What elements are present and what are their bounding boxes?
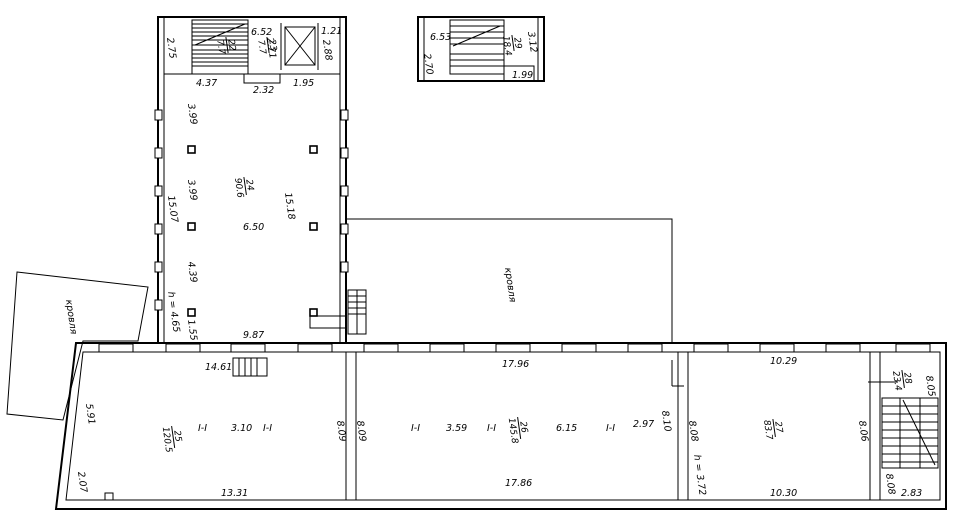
- dim-4-39: 4.39: [185, 261, 199, 283]
- tower-block: [154, 16, 367, 344]
- svg-text:I-I: I-I: [411, 423, 420, 434]
- room-23-area: 7.7: [255, 39, 267, 55]
- room-28-number: 28: [901, 372, 913, 385]
- dim-4-37: 4.37: [196, 78, 217, 89]
- room-22-area: 7.7: [214, 39, 226, 55]
- svg-text:I-I: I-I: [198, 423, 207, 434]
- dim-3-99-b: 3.99: [185, 179, 199, 201]
- dim-2-71: 2.71: [264, 37, 278, 59]
- dim-8-08: 8.08: [686, 420, 700, 442]
- dim-13-31: 13.31: [221, 488, 248, 499]
- room-25-area: 120.5: [160, 426, 174, 453]
- stair-22-treads: [192, 23, 248, 67]
- left-roof: кровля: [6, 271, 149, 421]
- room-24-number: 24: [243, 179, 255, 192]
- room-27-area: 83.7: [761, 419, 774, 441]
- dim-1-95: 1.95: [293, 78, 314, 89]
- dim-17-96: 17.96: [502, 359, 529, 370]
- dim-1-99: 1.99: [512, 70, 533, 81]
- dim-3-12: 3.12: [525, 31, 539, 53]
- room-29-number: 29: [511, 37, 523, 50]
- dim-17-86: 17.86: [505, 478, 532, 489]
- stair-28: [868, 381, 939, 469]
- roof-label-left: кровля: [63, 299, 79, 335]
- exterior-stair: [309, 289, 367, 335]
- dim-2-97: 2.97: [633, 419, 654, 430]
- dim-6-53: 6.53: [430, 32, 451, 43]
- dim-3-10: 3.10: [231, 423, 252, 434]
- room-27-number: 27: [772, 421, 784, 434]
- room-22-number: 22: [225, 39, 237, 52]
- dim-1-55: 1.55: [185, 319, 199, 341]
- room-24-area: 90.6: [232, 177, 245, 199]
- dim-h-3-72: h = 3.72: [691, 454, 708, 496]
- roof-label-right: кровля: [502, 267, 518, 303]
- svg-text:I-I: I-I: [263, 423, 272, 434]
- dim-8-06: 8.06: [856, 420, 870, 442]
- dim-h-4-65: h = 4.65: [165, 291, 182, 333]
- main-building: I-I I-I I-I I-I I-I: [54, 342, 947, 510]
- dimension-labels: 6.52 2.71 1.21 2.75 2.88 4.37 2.32 1.95 …: [75, 26, 937, 499]
- dim-2-83: 2.83: [901, 488, 922, 499]
- dim-2-32: 2.32: [253, 85, 274, 96]
- right-roof: кровля: [347, 218, 673, 343]
- dim-14-61: 14.61: [205, 362, 232, 373]
- room-26-number: 26: [517, 421, 529, 434]
- dim-6-52: 6.52: [251, 27, 272, 38]
- dim-10-30: 10.30: [770, 488, 797, 499]
- svg-text:I-I: I-I: [606, 423, 615, 434]
- stair-29-block: [417, 16, 545, 82]
- column-markers: I-I I-I I-I I-I I-I: [198, 423, 615, 434]
- room-25-number: 25: [171, 430, 183, 443]
- dim-2-88: 2.88: [320, 39, 334, 61]
- dim-15-18: 15.18: [282, 192, 297, 220]
- svg-text:I-I: I-I: [487, 423, 496, 434]
- dim-8-08-b: 8.08: [883, 473, 897, 495]
- room-23-number: 23: [266, 39, 278, 52]
- dim-1-21: 1.21: [321, 26, 342, 37]
- dim-8-10: 8.10: [659, 410, 673, 432]
- dim-2-70: 2.70: [421, 53, 435, 75]
- dim-6-50: 6.50: [243, 222, 264, 233]
- room-26-area: 145.8: [506, 417, 520, 444]
- dim-8-05: 8.05: [923, 375, 937, 397]
- dim-8-09-b: 8.09: [354, 420, 368, 442]
- dim-2-07: 2.07: [75, 471, 89, 493]
- dim-15-07: 15.07: [165, 195, 180, 223]
- dim-9-87: 9.87: [243, 330, 264, 341]
- dim-8-09-a: 8.09: [334, 420, 348, 442]
- dim-3-99-a: 3.99: [185, 103, 199, 125]
- dim-6-15: 6.15: [556, 423, 577, 434]
- room-28-area: 23.4: [890, 370, 903, 392]
- room-29-area: 18.4: [500, 35, 513, 57]
- dim-2-75: 2.75: [164, 37, 178, 59]
- top-windows: [98, 343, 931, 353]
- dim-10-29: 10.29: [770, 356, 797, 367]
- dim-5-91: 5.91: [83, 403, 97, 425]
- dim-3-59: 3.59: [446, 423, 467, 434]
- room-labels: 24 90.6 22 7.7 23 7.7 29 18.4 25 120.5: [160, 35, 913, 454]
